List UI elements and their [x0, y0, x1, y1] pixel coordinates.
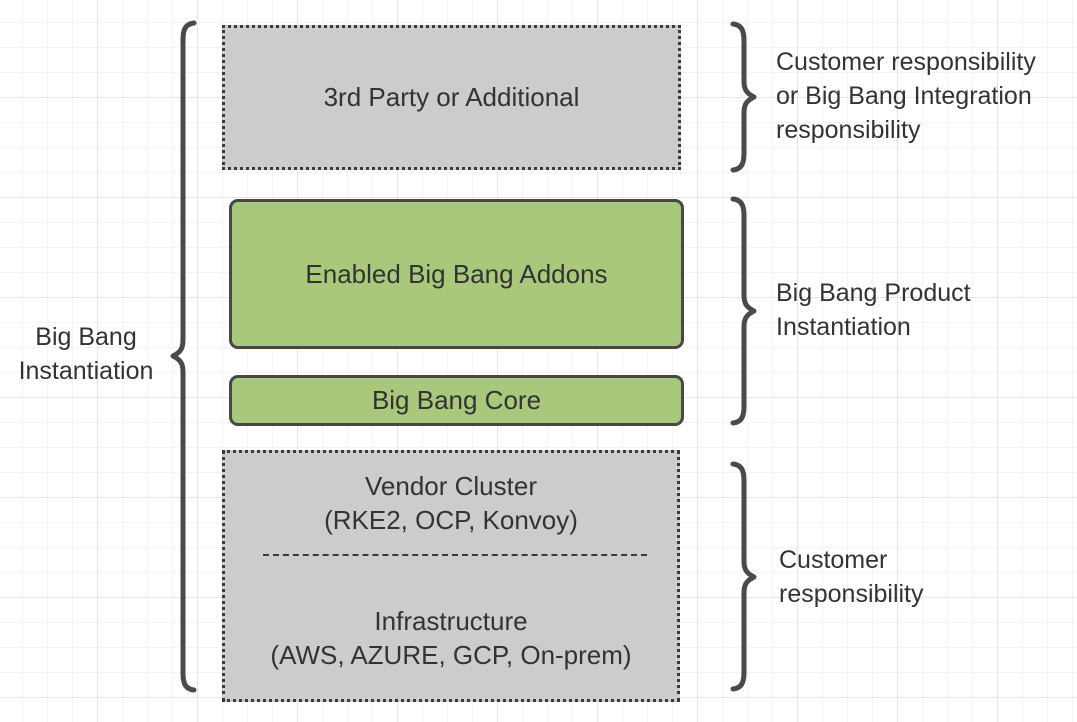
right-label-middle-line1: Big Bang Product	[776, 279, 971, 307]
box-enabled-addons-label: Enabled Big Bang Addons	[305, 258, 608, 289]
box-core: Big Bang Core	[229, 375, 684, 426]
right-brace-bottom	[730, 461, 757, 692]
left-group-label: Big Bang Instantiation	[0, 320, 172, 388]
vendor-cluster-line2: (RKE2, OCP, Konvoy)	[324, 505, 578, 535]
box-third-party-label: 3rd Party or Additional	[323, 82, 580, 112]
vendor-cluster-text: Vendor Cluster (RKE2, OCP, Konvoy)	[225, 469, 677, 537]
right-label-bottom: Customer responsibility	[779, 543, 924, 611]
right-brace-middle	[730, 196, 757, 426]
right-label-middle-line2: Instantiation	[776, 313, 911, 341]
infrastructure-text: Infrastructure (AWS, AZURE, GCP, On-prem…	[225, 604, 677, 672]
box-core-label: Big Bang Core	[371, 385, 542, 415]
right-label-top-line3: responsibility	[776, 116, 921, 144]
right-label-top: Customer responsibility or Big Bang Inte…	[776, 45, 1036, 147]
right-brace-top	[730, 21, 757, 173]
right-label-bottom-line1: Customer	[779, 546, 888, 574]
platform-dashed-divider	[263, 554, 647, 556]
vendor-cluster-line1: Vendor Cluster	[365, 471, 537, 501]
box-enabled-addons: Enabled Big Bang Addons	[229, 199, 684, 349]
left-group-label-line2: Instantiation	[18, 357, 154, 385]
right-label-middle: Big Bang Product Instantiation	[776, 276, 971, 344]
right-label-top-line1: Customer responsibility	[776, 48, 1036, 76]
box-third-party: 3rd Party or Additional	[222, 25, 681, 170]
left-group-label-line1: Big Bang	[35, 323, 137, 351]
infrastructure-line1: Infrastructure	[374, 606, 528, 636]
box-platform: Vendor Cluster (RKE2, OCP, Konvoy) Infra…	[222, 450, 680, 702]
infrastructure-line2: (AWS, AZURE, GCP, On-prem)	[270, 640, 632, 670]
left-brace	[170, 20, 197, 693]
right-label-bottom-line2: responsibility	[779, 580, 924, 608]
right-label-top-line2: or Big Bang Integration	[776, 82, 1032, 110]
